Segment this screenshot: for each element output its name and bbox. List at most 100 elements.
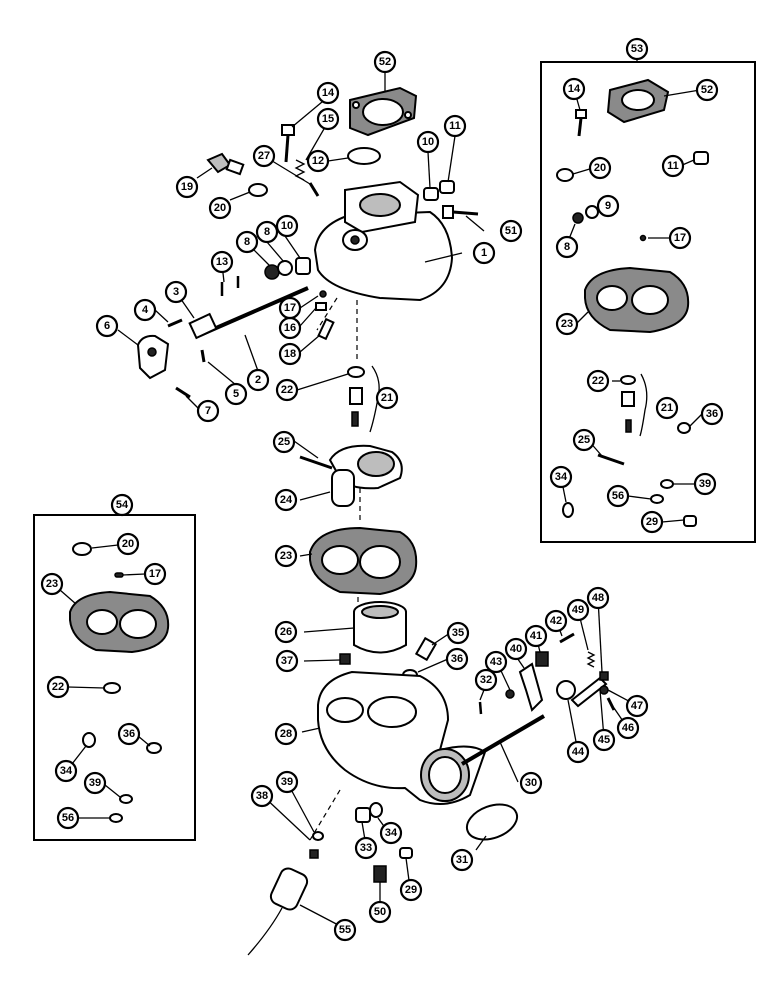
callout-22: 22	[275, 378, 299, 402]
svg-text:44: 44	[572, 746, 585, 758]
svg-text:51: 51	[505, 225, 517, 237]
svg-text:22: 22	[281, 384, 293, 396]
throttle-shaft-part	[188, 286, 309, 340]
callout-11: 11	[443, 114, 467, 138]
svg-text:49: 49	[572, 604, 584, 616]
callout-4: 4	[133, 298, 157, 322]
washer-part	[599, 685, 609, 695]
svg-text:33: 33	[360, 842, 372, 854]
callout-24: 24	[274, 488, 298, 512]
callout-27: 27	[252, 144, 276, 168]
throttle-shaft-part	[460, 714, 546, 766]
svg-text:34: 34	[60, 765, 73, 777]
screw-part	[167, 318, 183, 328]
callout-30: 30	[519, 771, 543, 795]
kit-53-callout-52: 52	[695, 78, 719, 102]
leader-lines	[59, 50, 703, 929]
svg-text:29: 29	[646, 516, 658, 528]
callout-39: 39	[275, 770, 299, 794]
svg-text:41: 41	[530, 630, 542, 642]
callout-52: 52	[373, 50, 397, 74]
callout-10: 10	[275, 214, 299, 238]
svg-text:3: 3	[173, 286, 179, 298]
kit-53-callout-9: 9	[596, 194, 620, 218]
svg-text:39: 39	[281, 776, 293, 788]
kit-53-box	[540, 61, 756, 543]
svg-text:34: 34	[555, 471, 568, 483]
screw-part	[559, 632, 575, 644]
kit-54-callout-56: 56	[56, 806, 80, 830]
kit-53-callout-22: 22	[586, 369, 610, 393]
svg-text:7: 7	[205, 405, 211, 417]
screw-part	[478, 701, 483, 715]
kit-53-callout-36: 36	[700, 402, 724, 426]
jet-part	[373, 865, 387, 883]
valve-seat-part	[349, 387, 363, 405]
callout-1: 1	[472, 241, 496, 265]
svg-text:21: 21	[661, 402, 673, 414]
svg-text:53: 53	[631, 43, 643, 55]
callout-31: 31	[450, 848, 474, 872]
svg-text:11: 11	[667, 160, 679, 172]
svg-text:46: 46	[622, 722, 634, 734]
callout-7: 7	[196, 399, 220, 423]
svg-text:43: 43	[490, 656, 502, 668]
solenoid-part	[247, 867, 309, 956]
kit-54-parts	[69, 542, 170, 823]
svg-text:8: 8	[264, 226, 270, 238]
svg-text:24: 24	[280, 494, 293, 506]
svg-text:10: 10	[281, 220, 293, 232]
spring-part	[586, 651, 596, 668]
svg-text:16: 16	[284, 322, 296, 334]
lever-hole	[147, 347, 157, 357]
needle-part	[351, 411, 359, 427]
svg-text:10: 10	[422, 136, 434, 148]
callout-26: 26	[274, 620, 298, 644]
stop-part	[535, 651, 549, 667]
svg-text:20: 20	[122, 538, 134, 550]
callout-20: 20	[208, 196, 232, 220]
callout-29: 29	[399, 878, 423, 902]
callout-51: 51	[499, 219, 523, 243]
svg-text:5: 5	[233, 388, 239, 400]
callout-8: 8	[255, 220, 279, 244]
washer-part	[248, 183, 268, 197]
plug-part	[355, 807, 371, 823]
svg-text:39: 39	[89, 777, 101, 789]
svg-text:52: 52	[701, 84, 713, 96]
svg-text:55: 55	[339, 924, 351, 936]
svg-text:28: 28	[280, 728, 292, 740]
screw-part	[281, 124, 295, 163]
kit-53-callout-39: 39	[693, 472, 717, 496]
kit-54-callout-22: 22	[46, 675, 70, 699]
svg-text:14: 14	[322, 87, 335, 99]
svg-text:25: 25	[578, 434, 590, 446]
fitting-part	[206, 152, 245, 176]
callout-38: 38	[250, 784, 274, 808]
svg-text:39: 39	[699, 478, 711, 490]
kit-53-callout-25: 25	[572, 428, 596, 452]
svg-text:20: 20	[214, 202, 226, 214]
kit-53-callout-17: 17	[668, 226, 692, 250]
svg-text:15: 15	[322, 113, 334, 125]
nut-part	[505, 689, 515, 699]
seal-part	[277, 260, 293, 276]
plug-part	[309, 849, 319, 859]
callout-23: 23	[274, 544, 298, 568]
upper-body-part	[313, 180, 454, 302]
screw-part	[175, 386, 191, 399]
washer-part	[312, 831, 324, 841]
svg-text:26: 26	[280, 626, 292, 638]
needle-part	[317, 317, 335, 341]
svg-text:45: 45	[598, 734, 610, 746]
venturi-part	[353, 601, 407, 654]
bushing-part	[556, 680, 576, 700]
callout-6: 6	[95, 314, 119, 338]
svg-text:17: 17	[674, 232, 686, 244]
callout-15: 15	[316, 107, 340, 131]
assembly-line	[316, 297, 338, 331]
svg-text:30: 30	[525, 777, 537, 789]
ball-part	[319, 290, 327, 298]
